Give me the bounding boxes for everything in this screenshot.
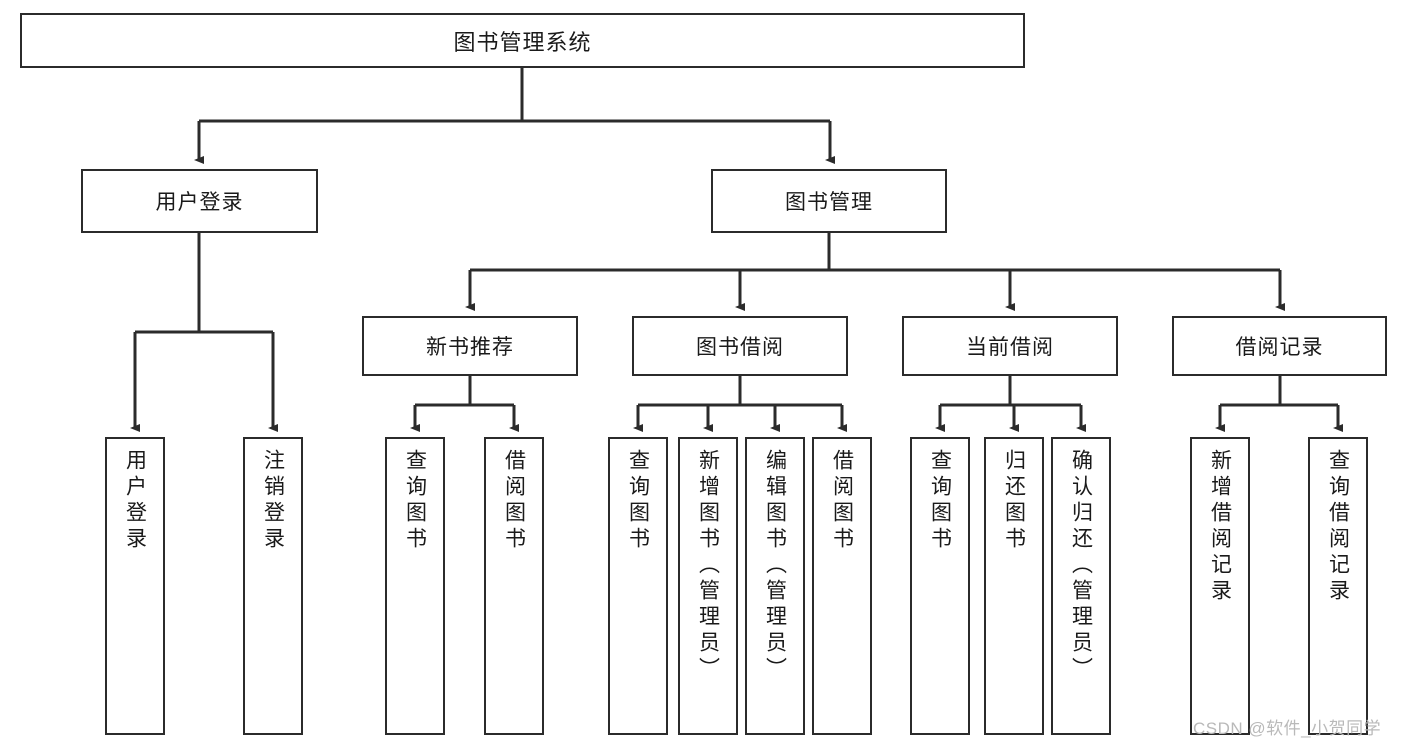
node-leaf-borrow-book-2-label: 借阅图书 [830, 449, 854, 553]
node-leaf-query-book-1-label: 查询图书 [403, 449, 427, 553]
node-leaf-add-book[interactable]: 新增图书（管理员） [678, 437, 738, 735]
node-leaf-user-logout[interactable]: 注销登录 [243, 437, 303, 735]
node-leaf-user-login[interactable]: 用户登录 [105, 437, 165, 735]
connector-group-new-book-rec [410, 376, 519, 432]
node-leaf-edit-book[interactable]: 编辑图书（管理员） [745, 437, 805, 735]
node-current-borrow-label: 当前借阅 [966, 336, 1054, 359]
connector-group-root [194, 68, 835, 164]
node-leaf-query-book-1[interactable]: 查询图书 [385, 437, 445, 735]
node-borrow-record-label: 借阅记录 [1235, 336, 1324, 359]
node-leaf-add-record[interactable]: 新增借阅记录 [1190, 437, 1250, 735]
node-new-book-rec[interactable]: 新书推荐 [362, 316, 578, 376]
node-leaf-borrow-book-1-label: 借阅图书 [502, 449, 526, 553]
node-new-book-rec-label: 新书推荐 [426, 336, 514, 359]
node-leaf-user-logout-label: 注销登录 [261, 449, 285, 553]
csdn-watermark: CSDN @软件_小贺同学 [1193, 719, 1382, 738]
node-leaf-confirm-return-label: 确认归还（管理员） [1069, 449, 1093, 683]
connector-group-borrow-record [1215, 376, 1343, 432]
node-leaf-query-record-label: 查询借阅记录 [1326, 449, 1350, 605]
node-book-manage-label: 图书管理 [785, 191, 873, 214]
node-leaf-query-book-3[interactable]: 查询图书 [910, 437, 970, 735]
connector-group-book-manage [465, 233, 1285, 311]
node-leaf-query-book-3-label: 查询图书 [928, 449, 952, 553]
node-book-borrow-label: 图书借阅 [696, 336, 784, 359]
node-leaf-user-login-label: 用户登录 [123, 449, 147, 553]
node-leaf-return-book[interactable]: 归还图书 [984, 437, 1044, 735]
connector-group-current-borrow [935, 376, 1086, 432]
node-current-borrow[interactable]: 当前借阅 [902, 316, 1118, 376]
connector-group-book-borrow [633, 376, 847, 432]
node-leaf-query-record[interactable]: 查询借阅记录 [1308, 437, 1368, 735]
node-leaf-edit-book-label: 编辑图书（管理员） [763, 449, 787, 683]
node-leaf-add-record-label: 新增借阅记录 [1208, 449, 1232, 605]
node-borrow-record[interactable]: 借阅记录 [1172, 316, 1387, 376]
node-leaf-borrow-book-2[interactable]: 借阅图书 [812, 437, 872, 735]
node-leaf-borrow-book-1[interactable]: 借阅图书 [484, 437, 544, 735]
node-leaf-query-book-2[interactable]: 查询图书 [608, 437, 668, 735]
node-root[interactable]: 图书管理系统 [20, 13, 1025, 68]
node-user-login-label: 用户登录 [155, 191, 244, 214]
node-root-label: 图书管理系统 [453, 29, 592, 55]
node-user-login[interactable]: 用户登录 [81, 169, 318, 233]
node-leaf-confirm-return[interactable]: 确认归还（管理员） [1051, 437, 1111, 735]
node-leaf-add-book-label: 新增图书（管理员） [696, 449, 720, 683]
node-leaf-query-book-2-label: 查询图书 [626, 449, 650, 553]
node-book-manage[interactable]: 图书管理 [711, 169, 947, 233]
node-book-borrow[interactable]: 图书借阅 [632, 316, 848, 376]
connector-group-user-login [130, 233, 278, 432]
node-leaf-return-book-label: 归还图书 [1002, 449, 1026, 553]
